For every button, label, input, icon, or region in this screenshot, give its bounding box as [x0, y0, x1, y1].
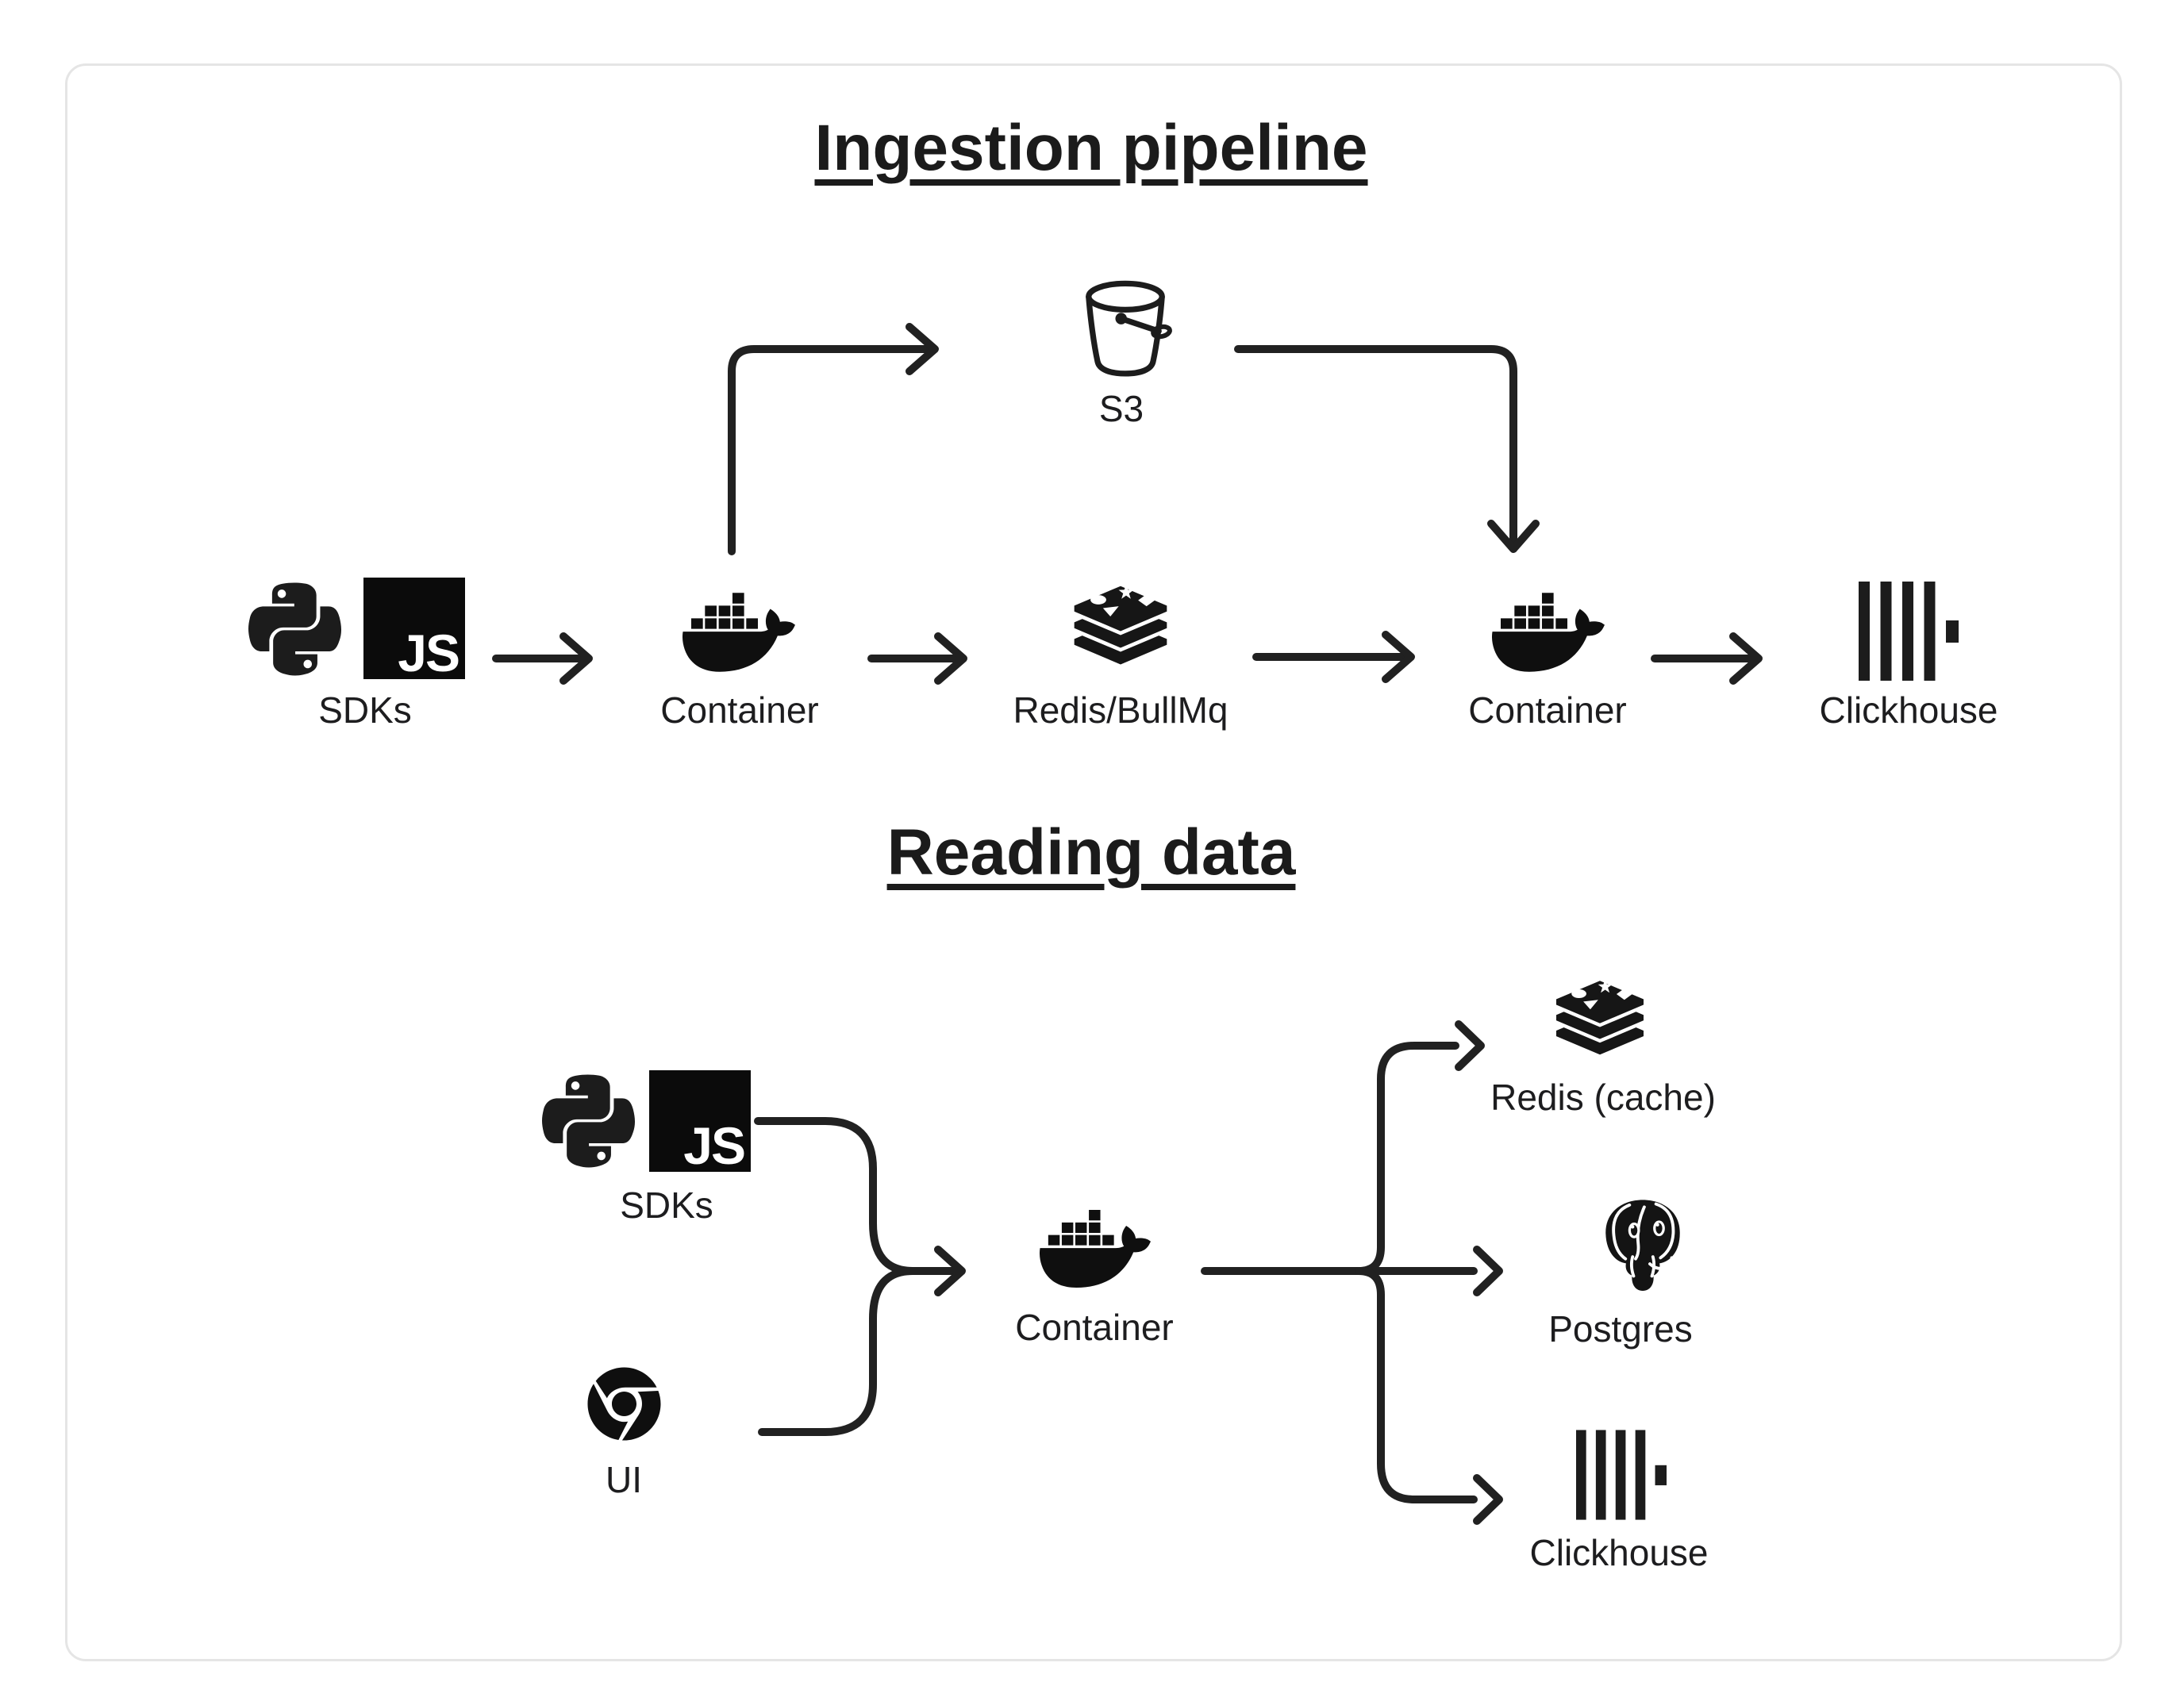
reading-clickhouse-label: Clickhouse	[1529, 1532, 1709, 1573]
s3-label: S3	[1098, 388, 1144, 429]
chrome-icon	[586, 1366, 662, 1442]
docker-whale-icon	[1492, 587, 1605, 678]
reading-title: Reading data	[886, 816, 1296, 889]
docker-whale-icon	[682, 587, 795, 678]
reading-container-label: Container	[1015, 1307, 1174, 1348]
js-icon: JS	[363, 578, 465, 679]
queue-label: Redis/BullMq	[1013, 689, 1228, 731]
s3-bucket-icon	[1073, 278, 1178, 395]
reading-sdks-label: SDKs	[620, 1185, 713, 1226]
redis-cache-label: Redis (cache)	[1490, 1077, 1716, 1118]
postgres-icon	[1592, 1192, 1694, 1300]
postgres-label: Postgres	[1548, 1308, 1693, 1350]
redis-icon	[1065, 578, 1176, 678]
ingestion-clickhouse-label: Clickhouse	[1819, 689, 1998, 731]
ui-label: UI	[606, 1459, 642, 1500]
ingestion-title: Ingestion pipeline	[814, 112, 1368, 184]
js-icon: JS	[649, 1070, 751, 1172]
python-icon	[542, 1068, 635, 1174]
redis-icon	[1548, 973, 1652, 1067]
ingestion-sdks-label: SDKs	[318, 689, 412, 731]
js-icon-text: JS	[398, 624, 460, 683]
python-icon	[248, 576, 341, 682]
docker-whale-icon	[1040, 1204, 1151, 1293]
ingestion-container-worker-label: Container	[1468, 689, 1627, 731]
clickhouse-icon	[1859, 582, 1959, 681]
js-icon-text: JS	[683, 1116, 746, 1176]
clickhouse-icon	[1576, 1425, 1667, 1525]
ingestion-container-in-label: Container	[660, 689, 819, 731]
